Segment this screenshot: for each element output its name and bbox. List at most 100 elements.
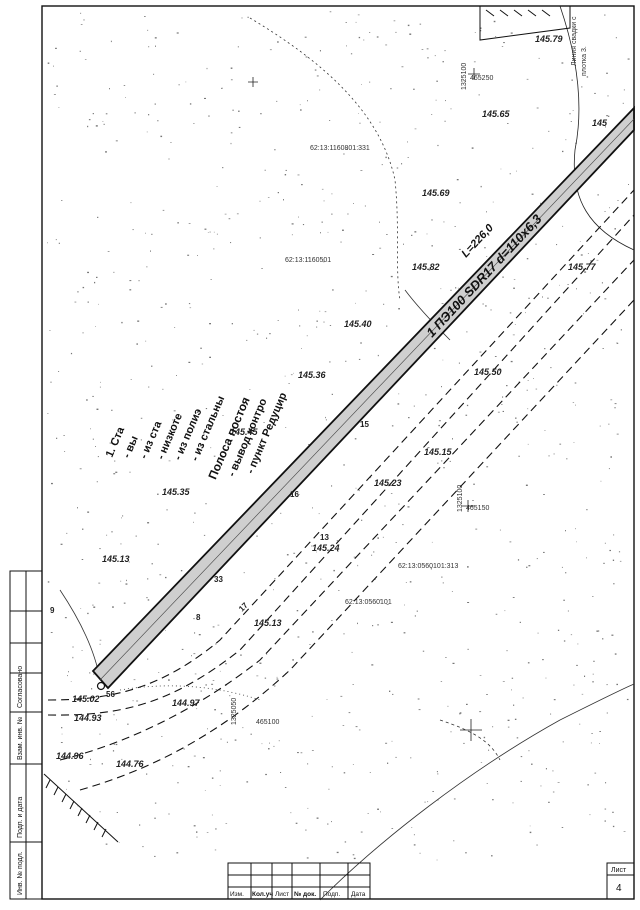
speckle	[466, 703, 468, 705]
speckle	[604, 298, 607, 300]
speckle	[150, 250, 151, 252]
speckle	[271, 421, 273, 423]
speckle	[231, 474, 233, 475]
speckle	[567, 610, 569, 612]
speckle	[297, 636, 300, 638]
speckle	[100, 381, 101, 383]
speckle	[458, 248, 461, 250]
speckle	[115, 471, 117, 473]
speckle	[433, 347, 436, 350]
speckle	[497, 411, 500, 413]
speckle	[467, 566, 469, 568]
speckle	[371, 664, 374, 666]
speckle	[212, 680, 215, 681]
speckle	[391, 828, 394, 829]
speckle	[517, 559, 520, 561]
speckle	[424, 801, 426, 803]
speckle	[220, 738, 222, 740]
speckle	[261, 743, 263, 745]
sheet-label: Лист	[611, 867, 627, 874]
speckle	[325, 419, 327, 421]
speckle	[486, 783, 488, 784]
speckle	[570, 634, 573, 636]
speckle	[154, 817, 156, 819]
speckle	[437, 799, 439, 801]
speckle	[527, 443, 529, 445]
speckle	[526, 566, 528, 568]
speckle	[126, 579, 127, 582]
speckle	[562, 150, 564, 153]
speckle	[316, 320, 318, 322]
speckle	[89, 764, 92, 765]
speckle	[379, 221, 380, 223]
speckle	[507, 726, 510, 728]
speckle	[123, 602, 126, 604]
speckle	[72, 646, 74, 648]
speckle	[565, 530, 566, 532]
speckle	[331, 393, 333, 395]
parcel-label: 62:13:0560101	[345, 599, 392, 606]
speckle	[216, 233, 218, 235]
speckle	[105, 113, 108, 115]
speckle	[189, 103, 192, 105]
speckle	[269, 49, 272, 51]
speckle	[531, 193, 534, 195]
speckle	[87, 612, 89, 615]
speckle	[269, 742, 270, 744]
speckle	[467, 602, 470, 603]
speckle	[409, 581, 412, 583]
speckle	[115, 140, 118, 142]
pipeline-start-point	[96, 681, 106, 691]
speckle	[168, 679, 170, 681]
speckle	[112, 606, 114, 608]
speckle	[259, 662, 262, 664]
speckle	[404, 604, 405, 606]
speckle	[160, 135, 163, 138]
speckle	[151, 233, 153, 235]
elevation-label: 145.65	[482, 109, 511, 119]
speckle	[284, 375, 286, 377]
speckle	[87, 125, 89, 128]
speckle	[204, 228, 207, 230]
speckle	[440, 288, 442, 290]
speckle	[111, 409, 113, 411]
speckle	[64, 451, 66, 452]
speckle	[87, 511, 90, 513]
speckle	[72, 656, 74, 659]
speckle	[188, 361, 191, 363]
speckle	[147, 578, 149, 580]
speckle	[343, 153, 345, 155]
speckle	[485, 305, 487, 307]
speckle	[314, 69, 317, 71]
speckle	[215, 643, 217, 645]
speckle	[474, 32, 476, 33]
grid-label: 1325100	[457, 485, 464, 512]
speckle	[84, 59, 87, 60]
speckle	[458, 362, 460, 364]
speckle	[557, 782, 560, 783]
speckle	[342, 725, 345, 726]
speckle	[336, 851, 339, 854]
speckle	[146, 131, 148, 133]
speckle	[548, 130, 550, 132]
speckle	[586, 557, 587, 559]
speckle	[47, 581, 50, 583]
speckle	[256, 675, 259, 677]
speckle	[492, 116, 494, 117]
speckle	[408, 417, 410, 419]
elevation-label: 145.02	[72, 694, 100, 704]
speckle	[599, 743, 600, 744]
speckle	[90, 758, 91, 761]
speckle	[409, 33, 412, 35]
speckle	[316, 817, 319, 819]
speckle	[358, 36, 361, 39]
speckle	[129, 471, 131, 473]
speckle	[83, 19, 85, 21]
speckle	[146, 266, 148, 268]
speckle	[365, 290, 367, 292]
speckle	[391, 740, 393, 742]
speckle	[618, 551, 621, 553]
speckle	[154, 37, 157, 39]
speckle	[219, 670, 221, 672]
speckle	[324, 311, 327, 313]
